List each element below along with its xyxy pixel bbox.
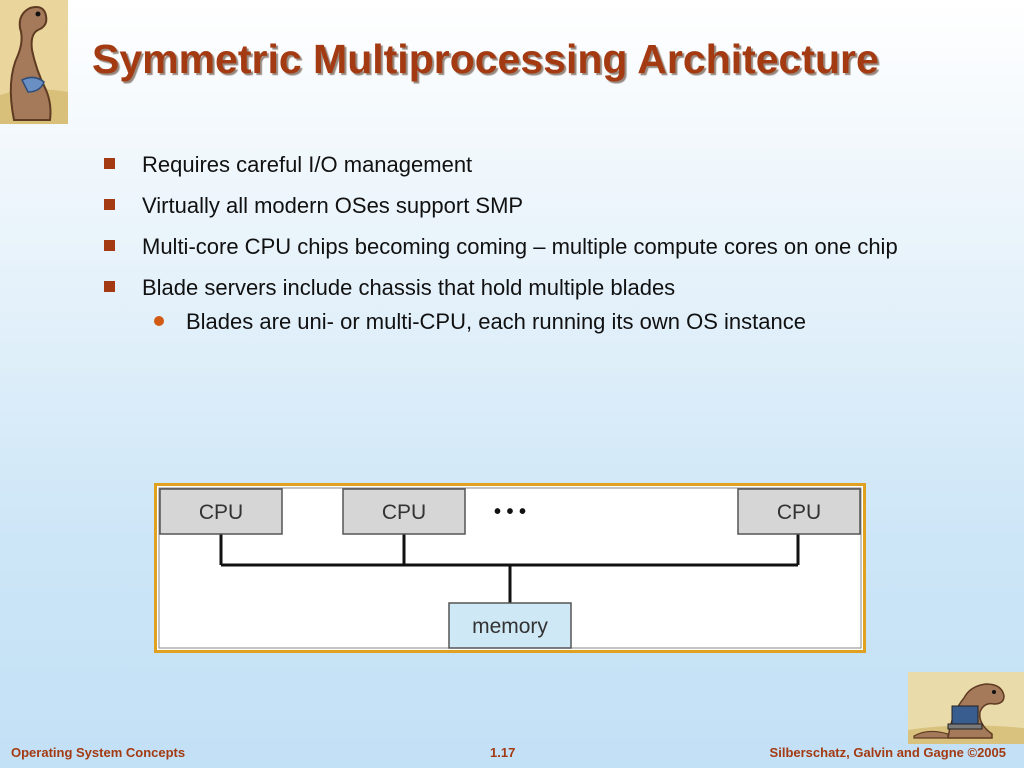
cpu-box: CPU	[342, 488, 466, 535]
square-bullet-icon	[104, 240, 115, 251]
memory-box: memory	[448, 602, 572, 649]
sub-bullet-text: Blades are uni- or multi-CPU, each runni…	[186, 309, 806, 334]
bullet-text: Blade servers include chassis that hold …	[142, 275, 676, 300]
bullet-text: Virtually all modern OSes support SMP	[142, 193, 524, 218]
bullet-item: Virtually all modern OSes support SMP	[104, 191, 904, 221]
cpu-box: CPU	[159, 488, 283, 535]
footer-course-title: Operating System Concepts	[11, 745, 186, 760]
bullet-list: Requires careful I/O management Virtuall…	[104, 150, 904, 337]
cpu-label: CPU	[777, 501, 821, 524]
round-bullet-icon	[154, 316, 164, 326]
dinosaur-laptop-icon	[908, 672, 1024, 744]
footer-slide-number: 1.17	[490, 745, 516, 760]
square-bullet-icon	[104, 281, 115, 292]
cpu-box: CPU	[737, 488, 861, 535]
bullet-text: Multi-core CPU chips becoming coming – m…	[142, 234, 898, 259]
cpu-label: CPU	[382, 501, 426, 524]
square-bullet-icon	[104, 158, 115, 169]
bullet-text: Requires careful I/O management	[142, 152, 473, 177]
memory-label: memory	[472, 615, 548, 638]
bullet-item: Blade servers include chassis that hold …	[104, 273, 904, 303]
slide-title: Symmetric Multiprocessing Architecture	[92, 36, 879, 82]
cpu-label: CPU	[199, 501, 243, 524]
ellipsis: • • •	[494, 501, 526, 523]
dinosaur-logo-icon	[0, 0, 68, 124]
smp-diagram: CPU CPU CPU • • • memory	[154, 483, 866, 653]
footer-authors: Silberschatz, Galvin and Gagne ©2005	[769, 745, 1006, 760]
square-bullet-icon	[104, 199, 115, 210]
sub-bullet-item: Blades are uni- or multi-CPU, each runni…	[104, 307, 904, 337]
bullet-item: Multi-core CPU chips becoming coming – m…	[104, 232, 904, 262]
bullet-item: Requires careful I/O management	[104, 150, 904, 180]
system-bus	[219, 534, 800, 603]
